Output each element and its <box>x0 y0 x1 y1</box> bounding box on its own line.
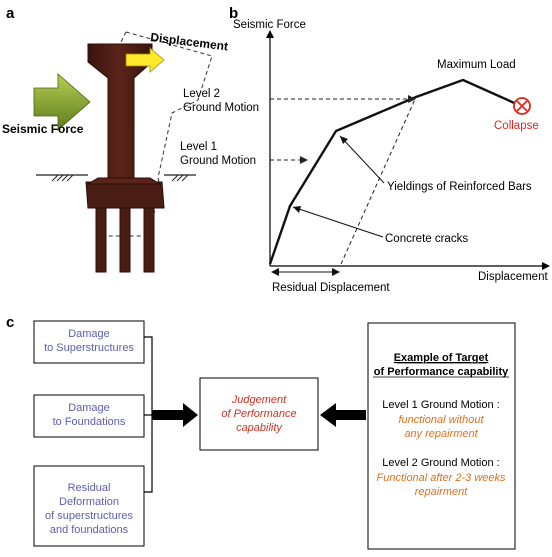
force-displacement-curve <box>268 78 522 265</box>
box-residual-line4: and foundations <box>50 524 129 536</box>
box-residual-line2: Deformation <box>59 496 119 508</box>
box-foundations-line1: Damage <box>68 402 110 414</box>
unloading-line <box>340 96 417 265</box>
box-superstructures-line1: Damage <box>68 328 110 340</box>
seismic-force-arrow-icon <box>33 73 91 131</box>
yield-label: Yieldings of Reinforced Bars <box>387 181 532 193</box>
bridge-pier <box>85 43 165 273</box>
y-axis-label: Seismic Force <box>233 19 306 31</box>
level1-arrowhead <box>300 156 308 164</box>
collapse-label: Collapse <box>494 120 539 132</box>
level2-value-line2: repairment <box>415 486 469 498</box>
maximum-load-label: Maximum Load <box>437 59 516 71</box>
judgement-line3: capability <box>236 422 283 434</box>
target-title-line1: Example of Target <box>394 352 489 364</box>
level1-label-line1: Level 1 <box>180 141 217 153</box>
box-target-performance <box>367 322 516 550</box>
right-arrow-icon <box>320 403 366 427</box>
level2-label-line2: Ground Motion <box>183 102 259 114</box>
level2-head: Level 2 Ground Motion : <box>382 457 499 469</box>
level2-arrowhead <box>408 95 416 103</box>
panel-a-label: a <box>6 5 15 22</box>
panel-b-label: b <box>229 5 238 22</box>
y-axis-arrowhead <box>266 30 274 38</box>
level1-value-line2: any repairment <box>404 428 478 440</box>
displacement-arrow-icon <box>125 47 165 73</box>
level2-label-line1: Level 2 <box>183 88 220 100</box>
panel-c-label: c <box>6 314 14 331</box>
judgement-line1: Judgement <box>231 394 287 406</box>
box-foundations <box>33 394 145 438</box>
panel-c: c Damage to Superstructures Damage to Fo… <box>6 314 516 550</box>
level1-value-line1: functional without <box>399 414 485 426</box>
box-residual-deformation <box>33 465 145 547</box>
residual-label: Residual Displacement <box>272 282 390 294</box>
judgement-line2: of Performance <box>221 408 296 420</box>
x-axis-label: Displacement <box>478 271 548 283</box>
collapse-icon <box>513 97 531 115</box>
level1-label-line2: Ground Motion <box>180 155 256 167</box>
residual-arrow-left <box>271 268 279 276</box>
box-residual-line1: Residual <box>68 482 111 494</box>
box-superstructures <box>33 320 145 364</box>
target-title-line2: of Performance capability <box>374 366 509 378</box>
seismic-force-label: Seismic Force <box>2 122 84 136</box>
yield-pointer-head <box>340 136 348 144</box>
panel-a: a Displacement Seismic Force <box>2 5 229 273</box>
left-arrow-icon <box>152 403 198 427</box>
level2-value-line1: Functional after 2-3 weeks <box>376 472 506 484</box>
level1-head: Level 1 Ground Motion : <box>382 399 499 411</box>
x-axis-arrowhead <box>542 262 550 270</box>
box-superstructures-line2: to Superstructures <box>44 342 134 354</box>
ground-hatch <box>51 174 189 182</box>
panel-b: b Seismic Force Displacement Level 2 Gro… <box>180 5 550 294</box>
box-foundations-line2: to Foundations <box>53 416 126 428</box>
box-residual-line3: of superstructures <box>45 510 134 522</box>
box-judgement <box>199 377 319 451</box>
cracks-pointer <box>292 206 384 238</box>
cracks-label: Concrete cracks <box>385 233 468 245</box>
yield-pointer <box>339 135 385 184</box>
residual-arrow-right <box>332 268 340 276</box>
cracks-pointer-head <box>293 206 301 213</box>
